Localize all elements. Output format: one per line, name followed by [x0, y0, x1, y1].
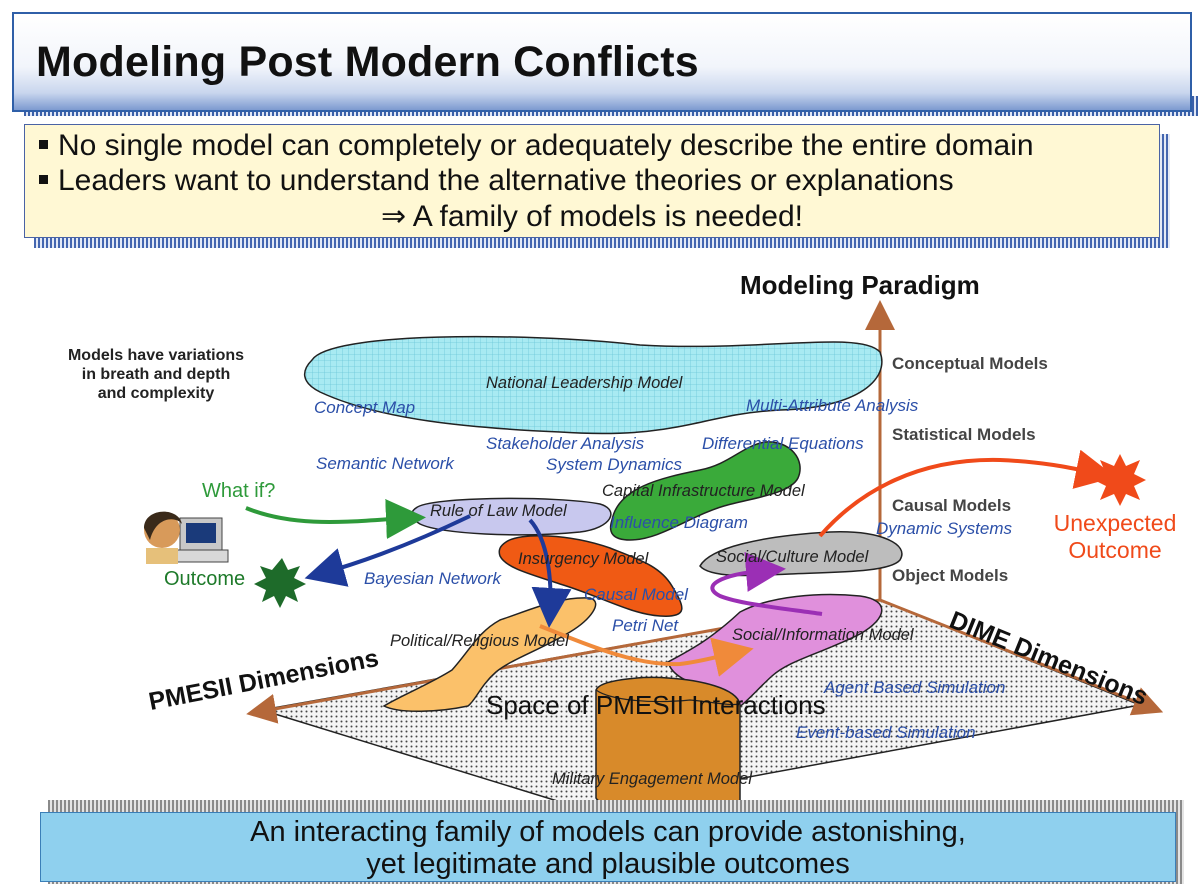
technique-concept-map: Concept Map	[314, 398, 416, 417]
unexpected-star-icon	[1094, 454, 1146, 506]
outcome-star-icon	[254, 558, 306, 608]
to-outcome-arrow	[304, 514, 471, 587]
what-if-arrow	[245, 498, 426, 539]
bullet-square-icon	[39, 139, 48, 149]
technique-differential: Differential Equations	[702, 434, 864, 453]
bullet-text: No single model can completely or adequa…	[58, 129, 1034, 162]
axis-label-paradigm: Modeling Paradigm	[740, 270, 980, 300]
technique-causal-model: Causal Model	[584, 585, 688, 604]
note-line: Models have variations	[67, 347, 245, 364]
model-insurgency: Insurgency Model	[518, 550, 649, 568]
technique-dynamic-systems: Dynamic Systems	[876, 519, 1013, 538]
technique-petri-net: Petri Net	[612, 616, 679, 635]
conclusion-text: ⇒ A family of models is needed!	[380, 200, 804, 233]
person-computer-icon	[144, 511, 229, 564]
summary-line: yet legitimate and plausible outcomes	[366, 848, 850, 880]
unexpected-line: Unexpected	[1053, 510, 1177, 536]
bullet-item: No single model can completely or adequa…	[39, 129, 1034, 163]
bullet-text: Leaders want to understand the alternati…	[58, 164, 954, 197]
variation-note: Models have variations in breath and dep…	[36, 346, 276, 403]
technique-system-dynamics: System Dynamics	[546, 455, 683, 474]
model-capital-infrastructure: Capital Infrastructure Model	[602, 482, 805, 500]
summary-line: An interacting family of models can prov…	[250, 816, 966, 848]
title-bar	[12, 12, 1192, 112]
level-statistical: Statistical Models	[892, 425, 1036, 444]
model-social-culture: Social/Culture Model	[716, 548, 869, 566]
orange-arrow	[539, 624, 754, 677]
what-if-label: What if?	[202, 480, 276, 502]
bottom-summary-box: An interacting family of models can prov…	[40, 812, 1176, 882]
axis-right	[879, 598, 1164, 716]
note-line: in breath and depth	[81, 366, 231, 383]
model-social-information: Social/Information Model	[732, 626, 914, 644]
level-causal: Causal Models	[892, 496, 1012, 515]
capital-infrastructure-shape	[609, 441, 801, 541]
outcome-label: Outcome	[164, 568, 246, 590]
level-conceptual: Conceptual Models	[892, 354, 1048, 373]
national-leadership-shape	[304, 335, 883, 435]
page-title: Modeling Post Modern Conflicts	[36, 38, 699, 86]
unexpected-line: Outcome	[1068, 537, 1162, 563]
model-political-religious: Political/Religious Model	[390, 632, 569, 650]
note-line: and complexity	[97, 385, 215, 402]
technique-multi-attribute: Multi-Attribute Analysis	[746, 396, 919, 415]
level-object: Object Models	[892, 566, 1009, 585]
bullet-square-icon	[39, 174, 48, 184]
model-military-engagement: Military Engagement Model	[552, 770, 752, 788]
model-rule-of-law: Rule of Law Model	[430, 502, 567, 520]
unexpected-arrow	[818, 449, 1116, 538]
down-arrow	[528, 518, 572, 628]
technique-semantic-network: Semantic Network	[316, 454, 454, 473]
model-national-leadership: National Leadership Model	[486, 374, 683, 392]
technique-event-based: Event-based Simulation	[796, 723, 976, 742]
unexpected-outcome-label: Unexpected Outcome	[1040, 510, 1190, 564]
technique-stakeholder: Stakeholder Analysis	[486, 434, 645, 453]
technique-influence-diagram: Influence Diagram	[610, 513, 748, 532]
technique-agent-based: Agent Based Simulation	[824, 678, 1006, 697]
bullet-box: No single model can completely or adequa…	[24, 124, 1160, 238]
purple-arrow	[710, 551, 823, 616]
plane-label: Space of PMESII Interactions	[486, 690, 826, 720]
bullet-item: Leaders want to understand the alternati…	[39, 164, 954, 198]
technique-bayesian: Bayesian Network	[364, 569, 502, 588]
